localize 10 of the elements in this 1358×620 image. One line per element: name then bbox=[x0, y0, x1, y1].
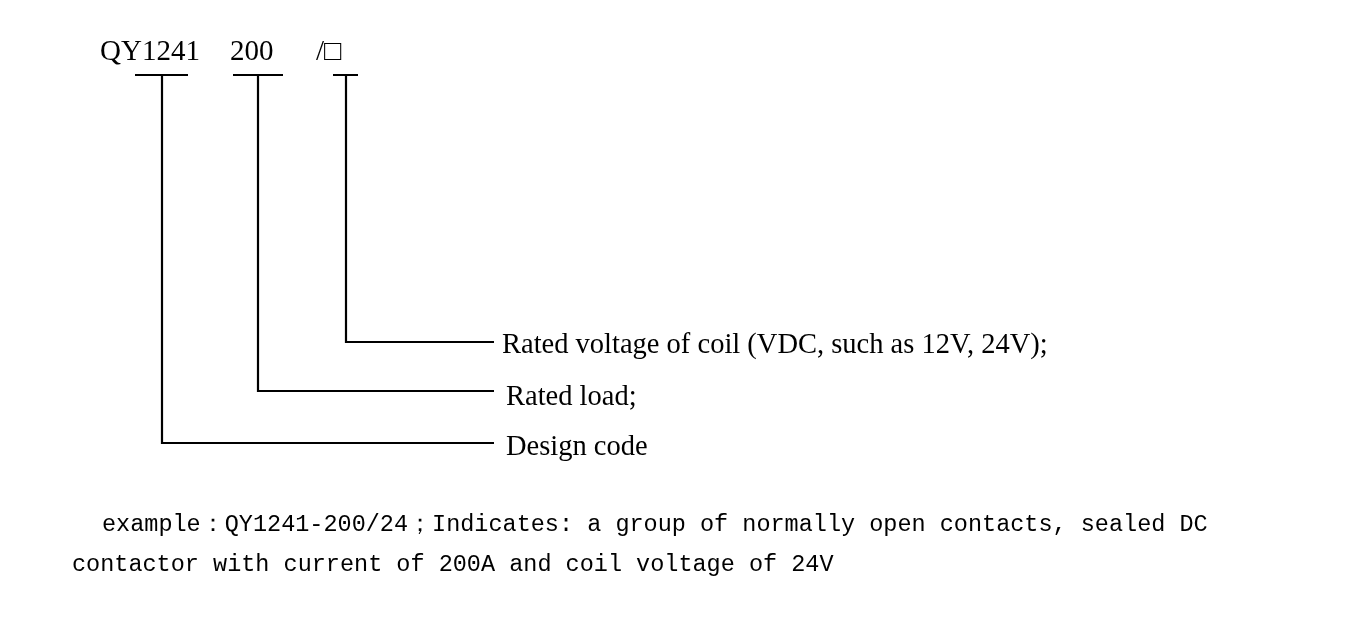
example-note: example：QY1241-200/24；Indicates: a group of normally open contacts, sealed DC contactor with current of 200A and coil voltage of 24V bbox=[72, 510, 1209, 580]
leader-line bbox=[133, 73, 496, 445]
model-code-part: QY1241 bbox=[100, 33, 200, 75]
description-text: Design code bbox=[494, 429, 648, 463]
description-text: Rated load; bbox=[494, 379, 637, 413]
description-text: Rated voltage of coil (VDC, such as 12V, 24V); bbox=[494, 327, 1048, 361]
leader-line bbox=[231, 73, 496, 393]
leader-line bbox=[331, 73, 496, 344]
model-code-part: 200 bbox=[230, 33, 274, 75]
model-code-part: /□ bbox=[316, 33, 342, 75]
